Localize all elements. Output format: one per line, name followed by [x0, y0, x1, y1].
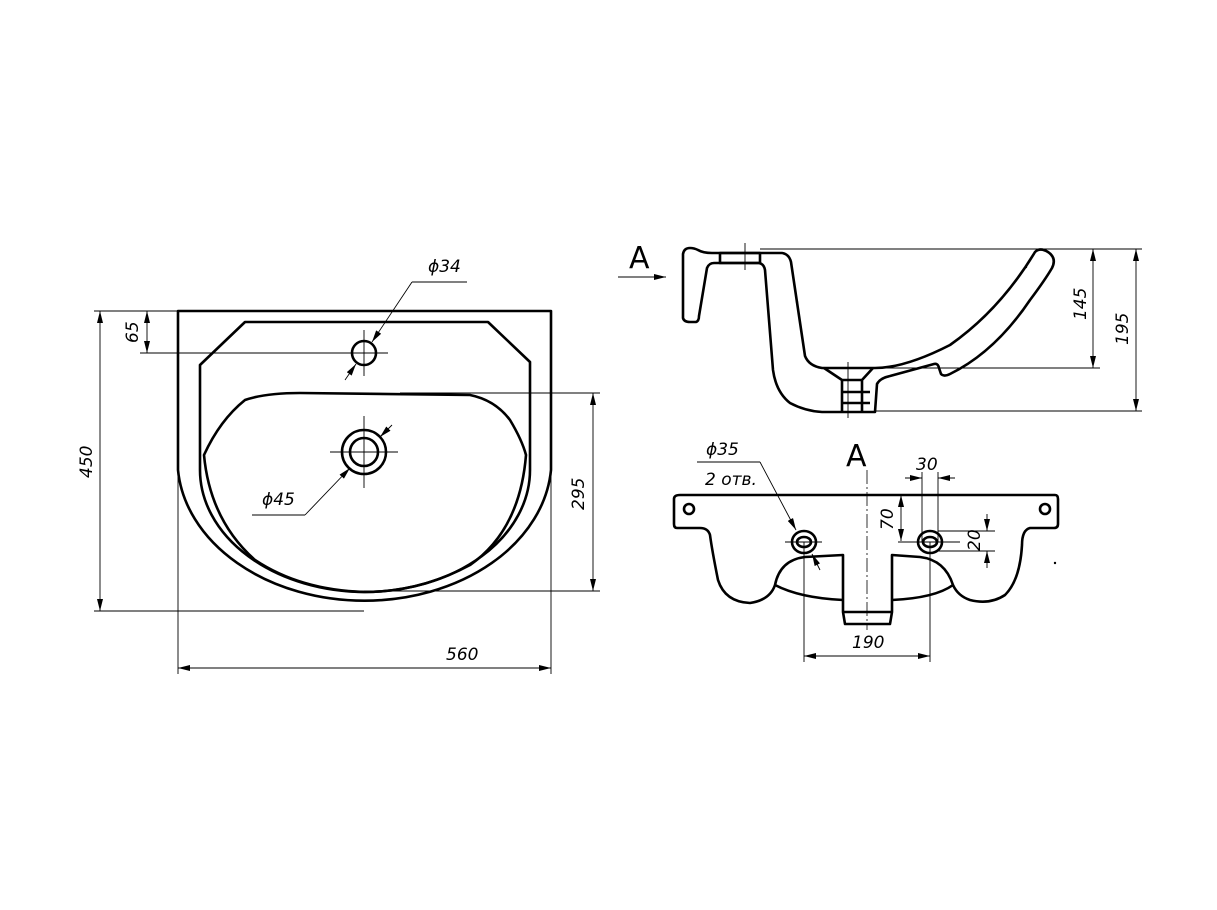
front-outline	[672, 493, 1060, 626]
fixing-slot-right	[898, 529, 960, 555]
dim-slot-width: 30	[916, 455, 938, 475]
drain-fitting	[718, 251, 874, 411]
dim-drain-hole: ϕ45	[262, 490, 295, 510]
mount-hole-left	[682, 502, 696, 516]
dim-hole-spacing: 190	[852, 633, 884, 653]
side-view: A 145 195	[618, 241, 1142, 418]
dim-hole-offset: 70	[878, 508, 898, 530]
dim-total-height: 195	[1113, 313, 1133, 345]
dim-bowl-depth: 145	[1071, 288, 1091, 320]
dim-depth: 450	[77, 446, 97, 478]
dim-width: 560	[446, 645, 478, 665]
bowl-curve	[774, 583, 954, 602]
dim-bowl-length: 295	[569, 478, 589, 510]
plan-view: ϕ34 65 450 295 560 ϕ45	[77, 257, 600, 674]
drain-hole	[330, 416, 398, 488]
dim-mount-hole-count: 2 отв.	[705, 470, 757, 490]
fixing-slot-left	[785, 529, 822, 555]
front-view-a: A ϕ35 2 отв. 30 70 20 190	[672, 439, 1060, 662]
dim-slot-height: 20	[965, 529, 985, 551]
side-section-outline	[681, 246, 1056, 414]
basin-outline	[176, 309, 553, 602]
view-label-a: A	[846, 439, 867, 474]
dim-mount-hole: ϕ35	[706, 440, 739, 460]
bowl-outline	[202, 391, 528, 594]
mount-hole-right	[1038, 502, 1052, 516]
basin-rim-inner	[198, 320, 532, 594]
dim-faucet-offset: 65	[123, 321, 143, 343]
dim-faucet-hole: ϕ34	[428, 257, 461, 277]
view-marker-label: A	[629, 241, 650, 276]
